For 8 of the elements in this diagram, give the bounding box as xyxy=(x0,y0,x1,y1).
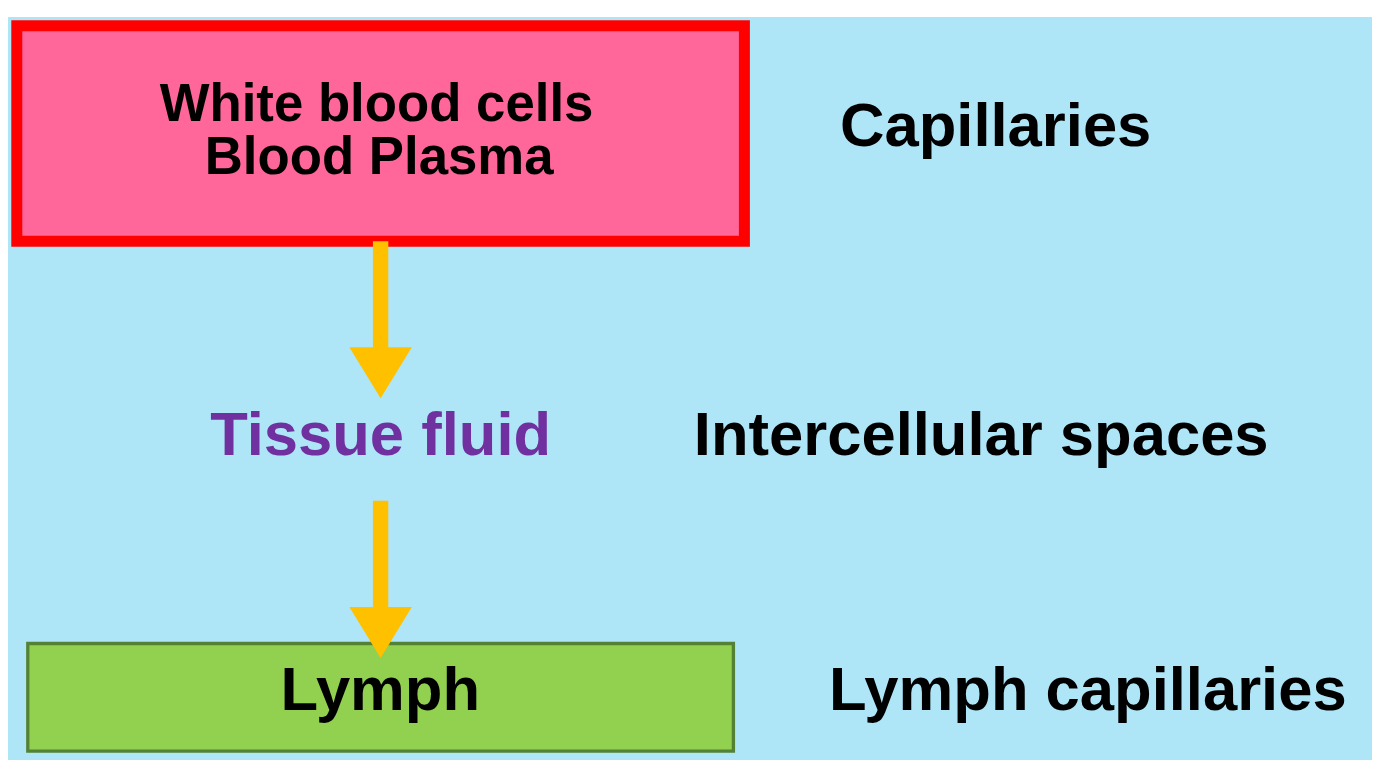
node-box: Lymph xyxy=(26,641,736,753)
node-text: Tissue fluid xyxy=(210,398,552,468)
node-label: Capillaries xyxy=(840,89,1152,159)
node-box: White blood cells Blood Plasma xyxy=(11,19,750,247)
arrow xyxy=(349,500,412,658)
node-label: Intercellular spaces xyxy=(693,398,1269,468)
node-label: Lymph capillaries xyxy=(829,653,1347,723)
arrow xyxy=(349,240,412,398)
